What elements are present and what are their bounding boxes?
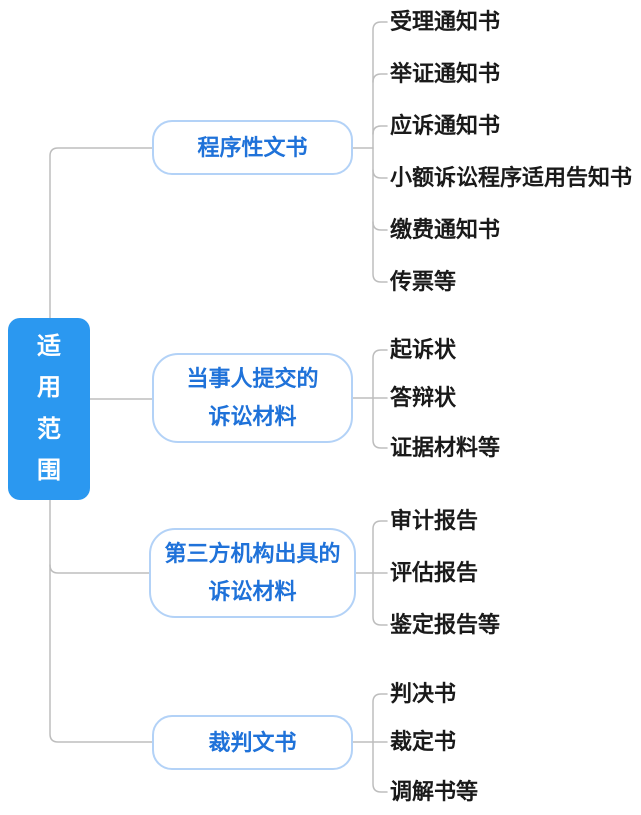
connector-branch1-leaf4 [372,169,388,179]
branch-label-line: 诉讼材料 [208,404,297,429]
branch-node-procedural-documents[interactable]: 程序性文书 [152,120,353,175]
leaf-node[interactable]: 调解书等 [390,778,479,804]
root-node[interactable]: 适 用 范 围 [8,318,90,500]
leaf-node[interactable]: 传票等 [390,268,457,294]
connector-branch1-leaf3 [372,125,388,135]
leaf-node[interactable]: 应诉通知书 [390,112,501,138]
root-label-char: 适 [37,333,61,361]
branch-node-party-submitted-materials[interactable]: 当事人提交的 诉讼材料 [152,353,353,443]
branch-label-line: 第三方机构出具的 [164,541,341,566]
leaf-node[interactable]: 受理通知书 [390,8,501,34]
connector-branch1-leaf5 [372,221,388,231]
leaf-node[interactable]: 小额诉讼程序适用告知书 [390,164,633,190]
connector-root-to-branch-4 [49,409,153,743]
leaf-node[interactable]: 缴费通知书 [390,216,501,242]
branch-node-judgment-documents[interactable]: 裁判文书 [152,715,353,770]
branch-label-line: 当事人提交的 [186,366,319,391]
leaf-node[interactable]: 答辩状 [390,384,457,410]
leaf-node[interactable]: 证据材料等 [390,434,501,460]
leaf-node[interactable]: 判决书 [390,680,457,706]
root-label-char: 围 [37,456,61,484]
connector-branch1-rail [372,21,388,283]
leaf-node[interactable]: 鉴定报告等 [390,611,501,637]
leaf-node[interactable]: 举证通知书 [390,60,501,86]
branch-label: 程序性文书 [197,134,308,160]
leaf-node[interactable]: 评估报告 [390,559,479,585]
leaf-node[interactable]: 裁定书 [390,728,457,754]
branch-node-third-party-materials[interactable]: 第三方机构出具的 诉讼材料 [149,528,356,618]
connector-branch2-rail [372,349,388,449]
root-label-char: 范 [37,415,61,443]
branch-label: 裁判文书 [208,729,297,755]
branch-label-line: 诉讼材料 [208,579,297,604]
connector-root-to-branch-3 [49,564,150,574]
connector-root-to-branch-1 [49,147,153,411]
leaf-node[interactable]: 审计报告 [390,507,479,533]
connector-branch1-leaf2 [372,73,388,83]
root-label-char: 用 [37,374,61,402]
leaf-node[interactable]: 起诉状 [390,336,457,362]
connector-branch4-rail [372,693,388,793]
